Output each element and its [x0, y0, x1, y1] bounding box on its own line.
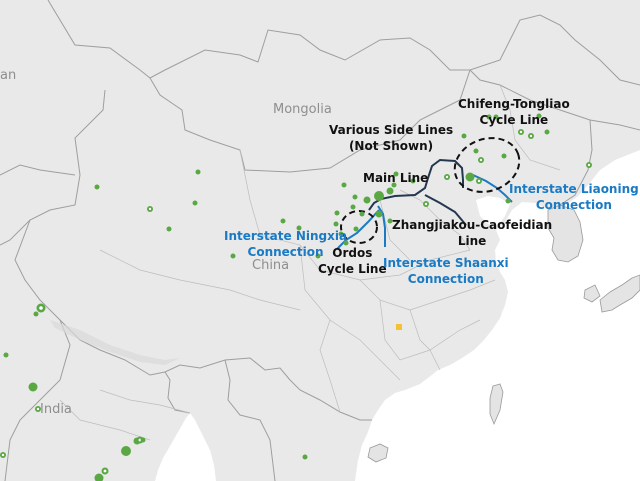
station-dot[interactable] [166, 226, 172, 232]
annotation-main-line: Main Line [363, 170, 428, 186]
station-dot[interactable] [505, 198, 511, 204]
station-dot[interactable] [343, 240, 349, 246]
annotation-line: Cycle Line [318, 262, 387, 276]
station-dot-hole [529, 134, 533, 138]
station-dot[interactable] [393, 171, 399, 177]
annotation-line: Interstate Ningxia [224, 229, 348, 243]
station-dot-hole [479, 158, 483, 162]
bohai-sea-water [476, 196, 510, 226]
himalaya-shading [50, 320, 180, 365]
station-dot[interactable] [536, 113, 542, 119]
country-label: an [0, 68, 17, 83]
station-dot[interactable] [195, 169, 201, 175]
station-dot[interactable] [391, 182, 397, 188]
station-dot[interactable] [338, 231, 344, 237]
station-dot[interactable] [363, 196, 371, 204]
station-dot[interactable] [121, 446, 131, 456]
annotation-line: Interstate Shaanxi [383, 256, 509, 270]
station-dot[interactable] [28, 382, 38, 392]
province-borders [59, 84, 561, 441]
ningxia-connection-path [336, 209, 380, 250]
annotation-line: Zhangjiakou-Caofeidian [392, 218, 553, 232]
station-dot[interactable] [334, 210, 340, 216]
station-dot[interactable] [296, 225, 302, 231]
country-label: Mongolia [273, 102, 332, 117]
station-dot[interactable] [94, 184, 100, 190]
station-dot-hole [36, 407, 40, 411]
special-markers [396, 324, 402, 330]
station-dot[interactable] [486, 114, 492, 120]
station-dot[interactable] [140, 437, 146, 443]
annotation-line: Line [457, 234, 487, 248]
annotation-line: Connection [535, 198, 612, 212]
station-dot[interactable] [353, 226, 359, 232]
station-dot[interactable] [387, 218, 393, 224]
station-dot[interactable] [386, 187, 394, 195]
station-dot-hole [424, 202, 428, 206]
station-dot-hole [519, 130, 523, 134]
station-dot-hole [103, 469, 107, 473]
annotation-line: Connection [407, 272, 484, 286]
station-dot[interactable] [341, 182, 347, 188]
station-dot-hole [1, 453, 5, 457]
japan-land [583, 274, 640, 313]
station-dot-hole [148, 207, 152, 211]
annotation-line: Chifeng-Tongliao [458, 97, 570, 111]
station-dot[interactable] [359, 211, 365, 217]
bay-of-bengal-water [155, 413, 216, 481]
station-dot[interactable] [465, 172, 475, 182]
station-dot[interactable] [33, 311, 39, 317]
annotation-line: Main Line [363, 171, 429, 185]
station-dot[interactable] [3, 352, 9, 358]
station-dot[interactable] [544, 129, 550, 135]
station-dot-hole [445, 175, 449, 179]
station-dot[interactable] [280, 218, 286, 224]
annotation-line: (Not Shown) [348, 139, 434, 153]
country-label: India [40, 402, 72, 417]
station-dot-hole [587, 163, 591, 167]
station-dot[interactable] [375, 210, 383, 218]
shaanxi-connection-path [377, 205, 386, 247]
chifeng-tongliao-cycle-outline [453, 137, 521, 193]
station-dot[interactable] [352, 194, 358, 200]
station-dot[interactable] [315, 253, 321, 259]
station-dot[interactable] [333, 221, 339, 227]
korea-land [547, 204, 584, 263]
station-dot[interactable] [473, 148, 479, 154]
station-dot[interactable] [501, 153, 507, 159]
station-dot[interactable] [94, 473, 104, 481]
annotation-line: Cycle Line [479, 113, 549, 127]
station-dot[interactable] [350, 204, 356, 210]
station-dot-hole [477, 179, 481, 183]
station-dot[interactable] [302, 454, 308, 460]
station-dot[interactable] [374, 191, 384, 201]
station-dot[interactable] [192, 200, 198, 206]
station-dot[interactable] [230, 253, 236, 259]
annotation-line: Connection [247, 245, 324, 259]
annotation-various-side-lines: Various Side Lines (Not Shown) [329, 122, 453, 154]
hainan-land [367, 443, 389, 463]
station-dots [0, 113, 592, 481]
station-dot[interactable] [493, 114, 499, 120]
annotation-line: Ordos [332, 246, 373, 260]
cycle-line-outlines [340, 137, 521, 244]
station-dot[interactable] [410, 178, 416, 184]
special-marker[interactable] [396, 324, 402, 330]
annotation-line: Interstate Liaoning [509, 182, 639, 196]
station-dot-hole [39, 306, 43, 310]
taiwan-land [489, 383, 504, 426]
annotation-line: Various Side Lines [329, 123, 454, 137]
country-label: China [252, 258, 290, 273]
station-dot[interactable] [461, 133, 467, 139]
ordos-cycle-outline [340, 210, 378, 244]
